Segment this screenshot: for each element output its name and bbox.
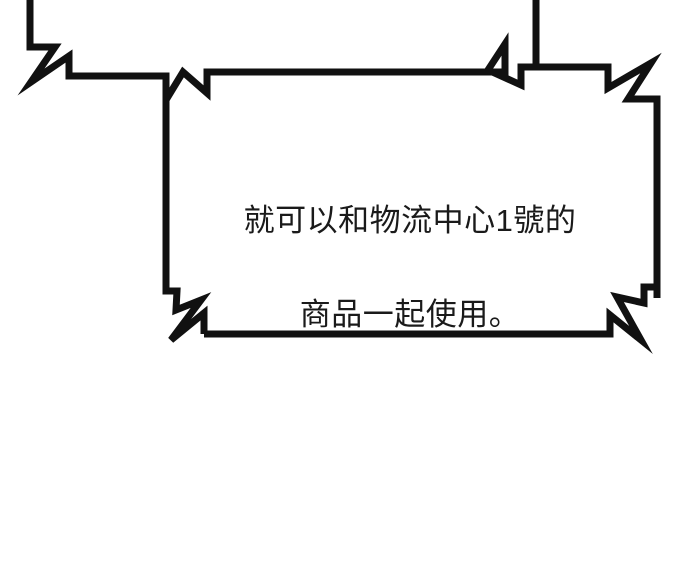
bubble-right-top-path (536, 52, 662, 298)
bubble-left-path (162, 100, 212, 343)
bubble-bottom-path (204, 283, 661, 355)
bubble-outline-path (17, 0, 540, 113)
